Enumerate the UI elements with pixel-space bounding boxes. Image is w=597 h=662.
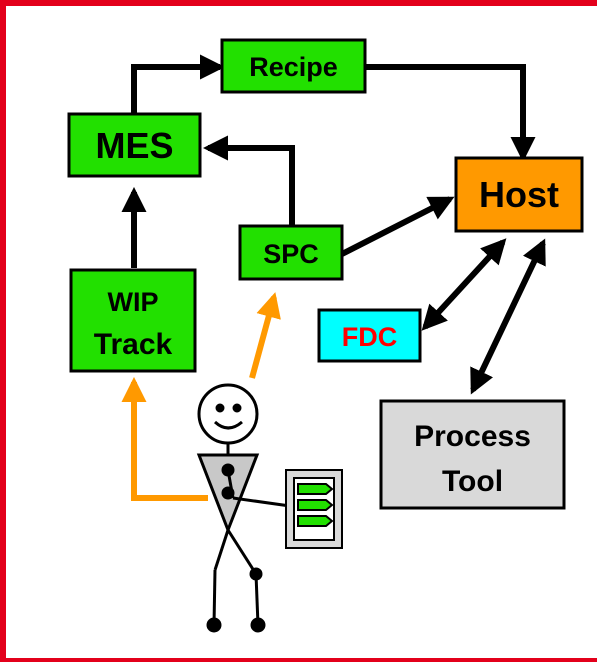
wafer-carrier-icon [285, 469, 343, 549]
recipe-label: Recipe [249, 52, 338, 82]
spc-label: SPC [263, 239, 319, 269]
edge-recipe-to-host [365, 64, 536, 163]
edge-layer [121, 54, 546, 395]
host-label: Host [479, 174, 559, 215]
edge-operator-to-wip [121, 376, 208, 501]
stick-figure-operator-icon [196, 383, 291, 633]
node-host: Host [454, 156, 584, 233]
node-recipe: Recipe [220, 38, 367, 94]
edge-spc-to-mes [202, 135, 295, 225]
mes-label: MES [95, 125, 173, 166]
edge-host-fdc [421, 238, 507, 331]
fdc-label: FDC [342, 322, 398, 352]
node-spc: SPC [238, 224, 344, 281]
wip-label-line1: WIP [108, 287, 159, 317]
tool-label-line1: Process [414, 420, 531, 453]
edge-host-tool [470, 238, 546, 395]
edge-operator-to-spc [249, 292, 281, 379]
edge-mes-to-recipe [131, 54, 226, 113]
edge-spc-to-host [340, 196, 455, 257]
wip-label-line2: Track [94, 328, 173, 361]
tool-label-line2: Tool [442, 465, 503, 498]
operator-head [197, 383, 259, 445]
operator-edge-layer [121, 292, 281, 501]
node-wip-track: WIP Track [69, 268, 197, 373]
node-fdc: FDC [317, 308, 422, 363]
node-mes: MES [67, 112, 202, 178]
node-process-tool: Process Tool [379, 399, 566, 510]
